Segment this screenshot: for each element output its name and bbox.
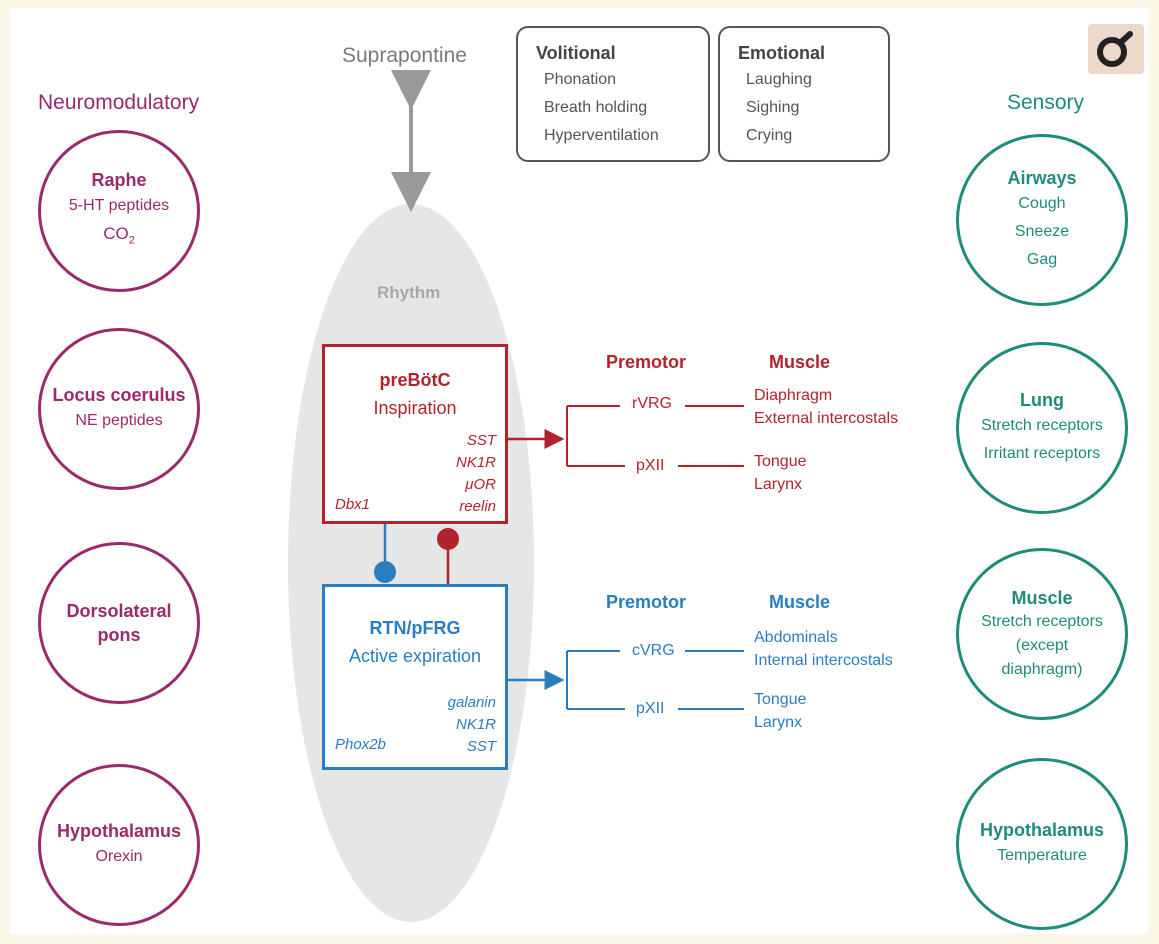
exp-muscle: Abdominals	[754, 629, 838, 646]
exp-muscle-header: Muscle	[769, 592, 831, 612]
locus-coerulus-title: Locus coerulus	[52, 385, 186, 405]
exp-muscles-row1: Abdominals Internal intercostals	[754, 626, 893, 672]
prebotc-box	[322, 344, 508, 524]
hypothalamus-neuromod-title: Hypothalamus	[56, 821, 182, 841]
prebotc-left-marker: Dbx1	[335, 496, 371, 513]
rtn-markers: galanin NK1R SST	[322, 692, 496, 758]
hypothalamus-neuromod-line1: Orexin	[95, 848, 143, 865]
exp-muscle: Internal intercostals	[754, 652, 893, 669]
prebotc-marker: SST	[466, 432, 496, 449]
volitional-item: Phonation	[544, 71, 617, 88]
neuromodulatory-header: Neuromodulatory	[38, 91, 200, 114]
muscle-sensory-item: Stretch receptors	[981, 613, 1103, 630]
airways-title: Airways	[1007, 168, 1077, 188]
insp-premotor-pxii: pXII	[636, 457, 665, 474]
brainstem-ellipse	[288, 204, 534, 922]
insp-muscle: Tongue	[754, 453, 807, 470]
insp-premotor-header: Premotor	[606, 352, 687, 372]
airways-circle: Airways Cough Sneeze Gag	[956, 134, 1128, 306]
pons-title-line1: Dorsolateral	[66, 601, 172, 621]
insp-premotor-rvrg: rVRG	[632, 395, 672, 412]
insp-muscle: Diaphragm	[754, 387, 833, 404]
hypothalamus-sensory-circle: Hypothalamus Temperature	[956, 758, 1128, 930]
volitional-item: Breath holding	[544, 99, 648, 116]
muscle-sensory-title: Muscle	[1011, 588, 1073, 608]
muscle-sensory-circle: Muscle Stretch receptors (except diaphra…	[956, 548, 1128, 720]
locus-coerulus-circle: Locus coerulus NE peptides	[38, 328, 200, 490]
lens-logo-icon	[1088, 24, 1144, 74]
exp-muscles-row2: Tongue Larynx	[754, 688, 807, 734]
airways-item: Sneeze	[1014, 223, 1070, 240]
rhythm-label: Rhythm	[377, 283, 441, 302]
exp-premotor-cvrg: cVRG	[632, 642, 675, 659]
prebotc-title: preBötC	[379, 370, 451, 390]
exp-premotor-pxii: pXII	[636, 700, 665, 717]
emotional-title: Emotional	[738, 43, 826, 63]
hypothalamus-sensory-title: Hypothalamus	[979, 820, 1105, 840]
airways-item: Gag	[1026, 251, 1058, 268]
rtn-subtitle: Active expiration	[348, 646, 482, 666]
rtn-marker: NK1R	[455, 716, 496, 733]
insp-muscles-row1: Diaphragm External intercostals	[754, 384, 898, 430]
lung-item: Irritant receptors	[983, 445, 1101, 462]
raphe-co: CO	[103, 223, 129, 243]
rtn-title: RTN/pFRG	[369, 618, 461, 638]
emotional-box: Emotional Laughing Sighing Crying	[718, 26, 890, 162]
diagram-canvas: Suprapontine Volitional Phonation Breath…	[10, 8, 1148, 934]
muscle-sensory-item: diaphragm)	[1001, 661, 1083, 678]
exp-premotor-header: Premotor	[606, 592, 687, 612]
locus-coerulus-line1: NE peptides	[75, 412, 163, 429]
volitional-box: Volitional Phonation Breath holding Hype…	[516, 26, 710, 162]
hypothalamus-neuromod-circle: Hypothalamus Orexin	[38, 764, 200, 926]
exp-muscle: Larynx	[754, 714, 803, 731]
rtn-left-marker: Phox2b	[335, 736, 386, 753]
dorsolateral-pons-circle: Dorsolateral pons	[38, 542, 200, 704]
emotional-item: Laughing	[746, 71, 812, 88]
prebotc-marker: reelin	[459, 498, 496, 515]
raphe-title: Raphe	[91, 169, 147, 190]
suprapontine-label: Suprapontine	[342, 44, 467, 67]
raphe-line1: 5-HT peptides	[68, 196, 170, 214]
insp-muscle-header: Muscle	[769, 352, 831, 372]
lung-circle: Lung Stretch receptors Irritant receptor…	[956, 342, 1128, 514]
raphe-co-sub: 2	[128, 234, 135, 247]
prebotc-markers: SST NK1R μOR reelin	[322, 430, 496, 518]
volitional-item: Hyperventilation	[544, 127, 659, 144]
emotional-item: Sighing	[746, 99, 800, 116]
lung-title: Lung	[1020, 390, 1064, 410]
rtn-pfrg-box	[322, 584, 508, 770]
rtn-marker: galanin	[447, 694, 496, 711]
lung-item: Stretch receptors	[981, 417, 1103, 434]
rtn-marker: SST	[466, 738, 496, 755]
muscle-sensory-item: (except	[1015, 637, 1069, 654]
emotional-item: Crying	[746, 127, 793, 144]
prebotc-marker: μOR	[465, 476, 496, 493]
exp-muscle: Tongue	[754, 691, 807, 708]
prebotc-subtitle: Inspiration	[373, 398, 457, 418]
hypothalamus-sensory-item: Temperature	[997, 847, 1087, 864]
raphe-line2: CO2	[103, 220, 135, 254]
insp-muscle: Larynx	[754, 476, 803, 493]
airways-item: Cough	[1018, 195, 1066, 212]
pons-title-line2: pons	[97, 625, 141, 645]
raphe-circle: Raphe 5-HT peptides CO2	[38, 130, 200, 292]
volitional-title: Volitional	[536, 43, 616, 63]
sensory-header: Sensory	[1007, 91, 1085, 114]
prebotc-marker: NK1R	[455, 454, 496, 471]
insp-muscle: External intercostals	[754, 410, 899, 427]
insp-muscles-row2: Tongue Larynx	[754, 450, 807, 496]
